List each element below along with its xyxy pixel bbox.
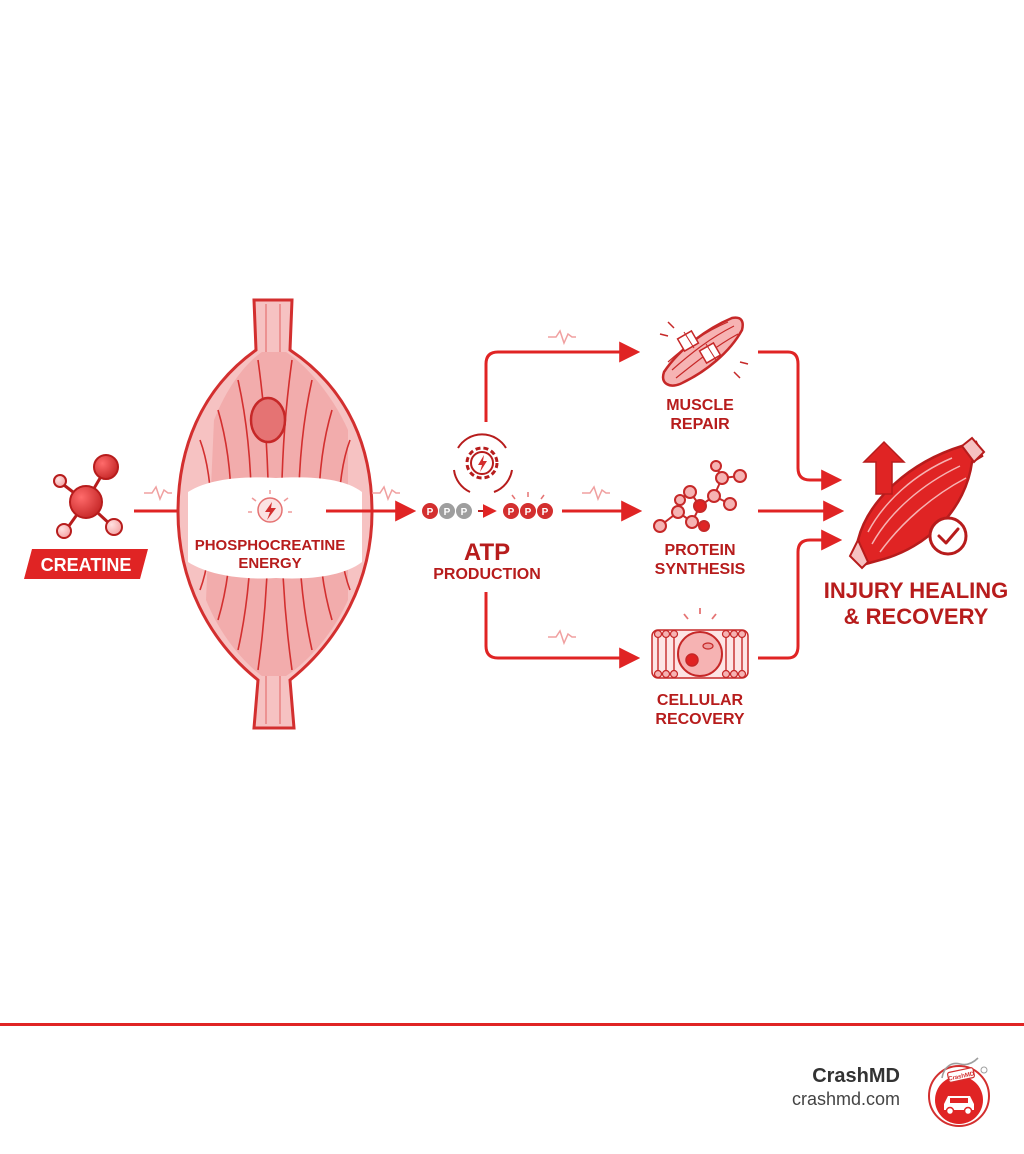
synthesis-label: SYNTHESIS <box>655 561 746 578</box>
arrow-cellular-recovery-to-healing <box>758 529 843 660</box>
checkmark-icon <box>928 516 968 556</box>
phosphate-label: P <box>508 507 515 518</box>
arrow-atp-to-muscle-repair <box>484 341 641 422</box>
heartbeat-pulse-icon <box>372 485 400 502</box>
phosphocreatine-label: PHOSPHOCREATINE <box>195 537 346 554</box>
heartbeat-pulse-icon <box>548 329 576 346</box>
injury-healing-label: INJURY HEALING <box>824 578 1009 603</box>
recovery-label: & RECOVERY <box>844 604 989 629</box>
phosphate-label: P <box>542 507 549 518</box>
phosphocreatine-energy-panel: PHOSPHOCREATINE ENERGY <box>188 477 362 579</box>
arrow-atp-to-cellular-recovery <box>484 592 641 669</box>
heartbeat-pulse-icon <box>582 485 610 502</box>
cell-membrane-icon <box>651 608 749 679</box>
heartbeat-pulse-icon <box>144 485 172 502</box>
recovery-label: RECOVERY <box>655 711 745 728</box>
healed-muscle-icon <box>848 436 986 570</box>
phosphate-label: P <box>461 507 468 518</box>
cellular-label: CELLULAR <box>657 692 744 709</box>
arrow-muscle-repair-to-healing <box>758 350 843 491</box>
heartbeat-pulse-icon <box>548 629 576 646</box>
phosphate-label: P <box>427 507 434 518</box>
muscle-repair-icon <box>659 316 749 387</box>
repair-label: REPAIR <box>670 416 730 433</box>
protein-label: PROTEIN <box>664 542 735 559</box>
atp-production-label: PRODUCTION <box>433 566 541 583</box>
brand-url[interactable]: crashmd.com <box>791 1089 900 1109</box>
phosphate-chain-icon: P P P P P P <box>422 492 553 519</box>
brand-logo: CrashMD <box>928 1057 990 1127</box>
brand-block: CrashMD crashmd.com <box>792 1064 900 1110</box>
up-arrow-icon <box>862 440 906 495</box>
muscle-label: MUSCLE <box>666 397 734 414</box>
energy-label: ENERGY <box>238 555 301 572</box>
energy-bolt-icon <box>248 490 292 523</box>
gear-cycle-icon <box>453 433 513 493</box>
phosphate-label: P <box>444 507 451 518</box>
phosphate-label: P <box>525 507 532 518</box>
creatine-label-badge: CREATINE <box>24 549 148 579</box>
logo-wordmark: CrashMD <box>948 1071 976 1082</box>
creatine-molecule-icon <box>53 454 123 539</box>
atp-title: ATP <box>464 539 510 566</box>
protein-chain-icon <box>653 460 747 533</box>
creatine-label: CREATINE <box>41 555 132 575</box>
brand-name: CrashMD <box>812 1065 900 1087</box>
footer-divider <box>0 1023 1024 1026</box>
